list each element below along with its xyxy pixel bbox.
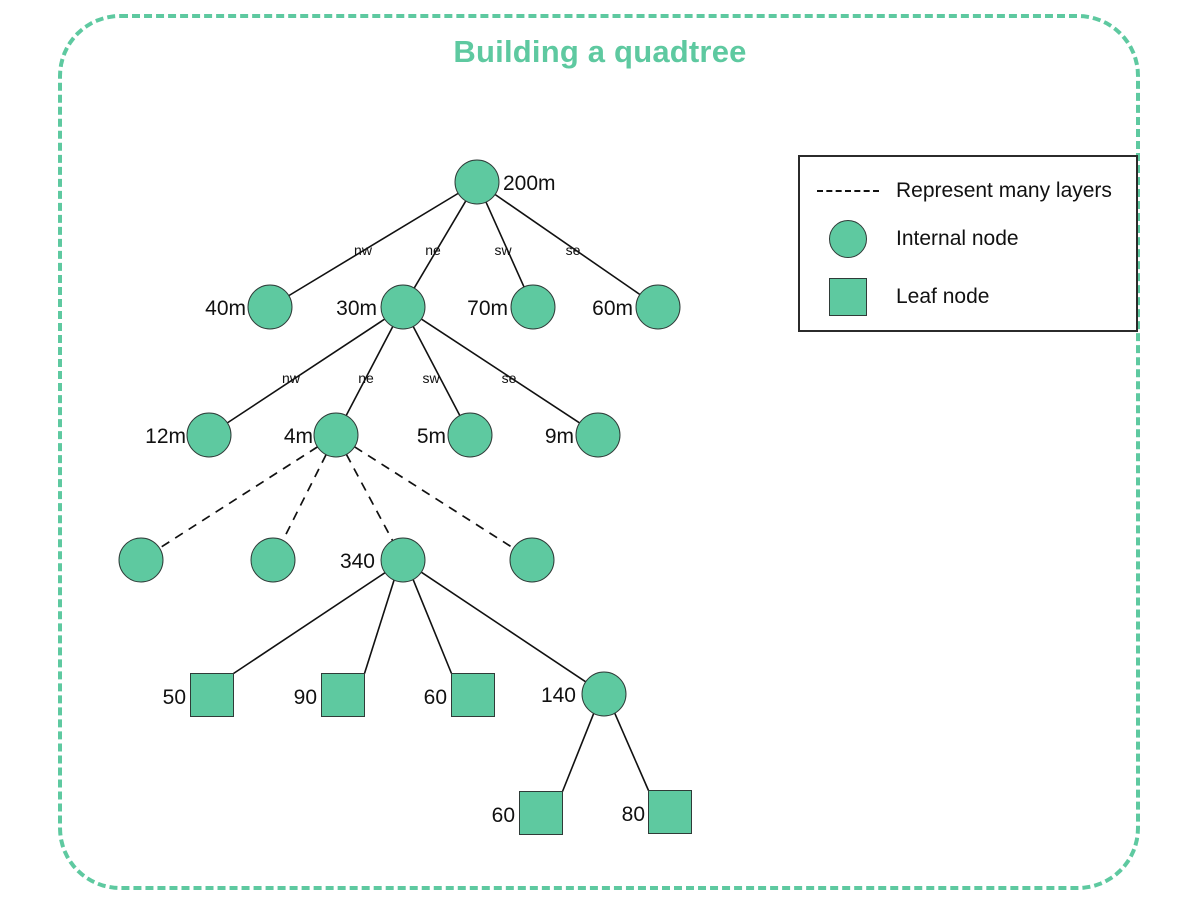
edge-label: sw (494, 242, 512, 258)
internal-node[interactable] (509, 537, 555, 583)
internal-node[interactable] (247, 284, 293, 330)
edge-labels-layer: nw ne sw se nw ne sw se (282, 242, 581, 386)
node-label: 40m (205, 297, 246, 320)
legend-label-leaf-node: Leaf node (896, 285, 990, 308)
legend-label-internal-node: Internal node (896, 227, 1019, 250)
tree-edge (413, 200, 467, 289)
leaf-node[interactable] (648, 790, 692, 834)
node-label: 340 (340, 550, 375, 573)
node-label: 140 (541, 684, 576, 707)
internal-node[interactable] (313, 412, 359, 458)
tree-edge (233, 572, 386, 675)
node-labels-layer: 200m 40m 30m 70m 60m 12m 4m 5m 9m 340 50 90 60 140 60 8… (145, 172, 645, 827)
tree-edge (288, 192, 459, 297)
edge-label: sw (422, 370, 440, 386)
leaf-node[interactable] (519, 791, 563, 835)
node-label: 60 (424, 686, 447, 709)
tree-edge (345, 326, 394, 416)
node-label: 60m (592, 297, 633, 320)
leaf-node[interactable] (451, 673, 495, 717)
legend-item-dashed-line: Represent many layers (800, 165, 1136, 217)
leaf-node[interactable] (190, 673, 234, 717)
node-label: 9m (545, 425, 574, 448)
node-label: 200m (503, 172, 556, 195)
tree-edge (363, 579, 395, 674)
tree-edge (354, 446, 514, 549)
node-label: 30m (336, 297, 377, 320)
tree-edge (282, 454, 327, 541)
node-label: 4m (284, 425, 313, 448)
tree-edge (614, 712, 650, 791)
node-label: 50 (163, 686, 186, 709)
tree-edge (494, 193, 641, 296)
internal-node[interactable] (581, 671, 627, 717)
tree-edge (226, 318, 386, 424)
tree-edge (159, 446, 318, 549)
circle-icon (800, 220, 896, 258)
internal-node[interactable] (510, 284, 556, 330)
edge-label: nw (354, 242, 373, 258)
edge-label: ne (425, 242, 441, 258)
internal-node[interactable] (380, 537, 426, 583)
legend-item-leaf-node: Leaf node (800, 271, 1136, 323)
legend-label-dashed-line: Represent many layers (896, 179, 1112, 202)
slide-border (58, 14, 1140, 890)
internal-node[interactable] (447, 412, 493, 458)
internal-node[interactable] (454, 159, 500, 205)
node-label: 12m (145, 425, 186, 448)
square-icon (800, 278, 896, 316)
dashed-line-icon (800, 190, 896, 192)
tree-edge (412, 579, 453, 674)
tree-edge (420, 571, 587, 683)
tree-edge (420, 318, 581, 424)
legend-item-internal-node: Internal node (800, 213, 1136, 265)
edges-layer (159, 192, 650, 792)
tree-edge (485, 201, 525, 288)
leaf-node[interactable] (321, 673, 365, 717)
tree-edge (561, 713, 595, 792)
tree-edge (412, 326, 461, 416)
edge-label: se (502, 370, 517, 386)
node-label: 70m (467, 297, 508, 320)
nodes-layer (118, 159, 692, 835)
internal-node[interactable] (250, 537, 296, 583)
legend-box: Represent many layers Internal node Leaf… (798, 155, 1138, 332)
node-label: 60 (492, 804, 515, 827)
internal-node[interactable] (186, 412, 232, 458)
internal-node[interactable] (118, 537, 164, 583)
node-label: 5m (417, 425, 446, 448)
internal-node[interactable] (635, 284, 681, 330)
node-label: 90 (294, 686, 317, 709)
edge-label: ne (358, 370, 374, 386)
edge-label: nw (282, 370, 301, 386)
edge-label: se (566, 242, 581, 258)
node-label: 80 (622, 803, 645, 826)
internal-node[interactable] (380, 284, 426, 330)
tree-edge (345, 453, 394, 542)
page-title: Building a quadtree (453, 34, 747, 69)
internal-node[interactable] (575, 412, 621, 458)
